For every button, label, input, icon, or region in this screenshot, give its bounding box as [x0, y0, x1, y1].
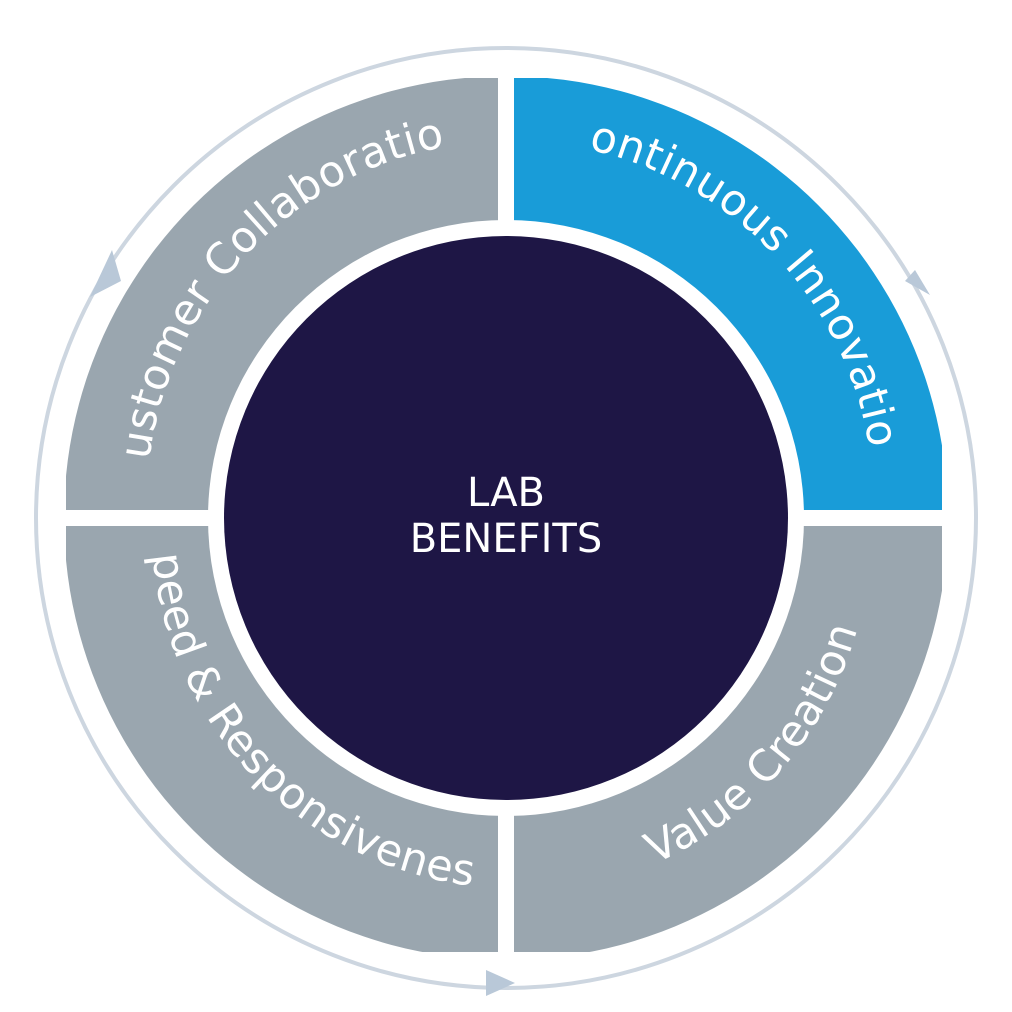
outer-track: [34, 46, 978, 990]
arrow-bottom-icon: [486, 970, 515, 996]
arrow-left-icon: [90, 250, 121, 297]
center-circle: [224, 236, 788, 800]
center-title-line1: LAB: [467, 470, 545, 516]
arrow-right-icon: [905, 270, 930, 295]
center-title-line2: BENEFITS: [410, 516, 603, 562]
